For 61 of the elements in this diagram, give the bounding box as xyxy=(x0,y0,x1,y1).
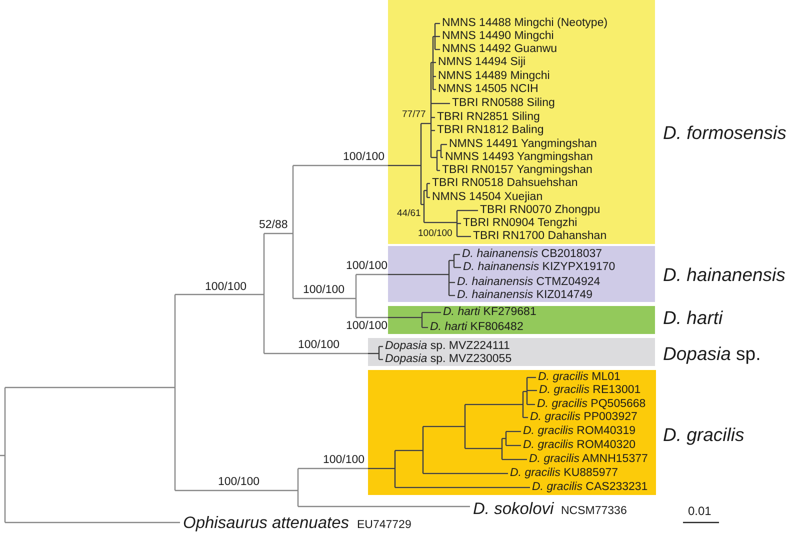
clade-highlight-band xyxy=(388,246,655,302)
taxon-label: D. gracilis ML01 xyxy=(538,370,620,384)
taxon-label: D. sokolovi xyxy=(473,500,554,518)
taxon-label: NMNS 14492 Guanwu xyxy=(442,42,558,56)
taxon-label: Dopasia sp. MVZ224111 xyxy=(385,340,510,352)
clade-highlight-band xyxy=(388,0,655,244)
clade-name: D. formosensis xyxy=(663,122,786,144)
taxon-label: D. gracilis RE13001 xyxy=(539,384,641,396)
taxon-label: TBRI RN2851 Siling xyxy=(437,110,540,124)
taxon-label: D. hainanensis KIZYPX19170 xyxy=(463,260,616,274)
support-value: 100/100 xyxy=(346,320,388,332)
taxon-label: NMNS 14504 Xuejian xyxy=(432,190,543,204)
taxon-label: D. harti KF806482 xyxy=(430,320,524,334)
taxon-label: NMNS 14505 NCIH xyxy=(438,82,538,96)
clade-highlight-band xyxy=(368,370,656,495)
taxon-label: D. gracilis CAS233231 xyxy=(532,480,648,494)
support-value: 100/100 xyxy=(346,260,388,273)
clade-name: Dopasia sp. xyxy=(663,344,761,364)
scale-label: 0.01 xyxy=(688,505,712,519)
clade-highlight-band xyxy=(388,306,655,334)
taxon-label: NMNS 14489 Mingchi xyxy=(438,70,550,82)
taxon-label: D. gracilis PQ505668 xyxy=(537,398,646,410)
support-value: 100/100 xyxy=(303,284,345,297)
accession-number: NCSM77336 xyxy=(561,504,627,518)
taxon-label: NMNS 14490 Mingchi xyxy=(442,30,554,42)
accession-number: EU747729 xyxy=(357,518,412,532)
taxon-label: TBRI RN1812 Baling xyxy=(437,124,544,136)
taxon-label: NMNS 14488 Mingchi (Neotype) xyxy=(442,16,608,30)
clade-highlight-band xyxy=(368,338,655,366)
taxon-label: TBRI RN1700 Dahanshan xyxy=(473,230,607,242)
taxon-label: Dopasia sp. MVZ230055 xyxy=(385,352,512,366)
taxon-label: D. gracilis ROM40320 xyxy=(523,438,636,452)
taxon-label: TBRI RN0518 Dahsuehshan xyxy=(432,176,578,190)
clade-name: D. gracilis xyxy=(663,424,744,446)
taxon-label: D. hainanensis CTMZ04924 xyxy=(457,276,600,288)
taxon-label: NMNS 14493 Yangmingshan xyxy=(445,150,593,164)
taxon-label: D. hainanensis KIZ014749 xyxy=(457,288,593,302)
taxon-label: D. gracilis ROM40319 xyxy=(523,424,636,438)
taxon-label: TBRI RN0070 Zhongpu xyxy=(480,204,600,216)
taxon-label: NMNS 14494 Siji xyxy=(438,56,526,68)
taxon-label: D. gracilis KU885977 xyxy=(510,466,618,480)
taxon-label: Ophisaurus attenuates xyxy=(183,514,350,532)
taxon-label: NMNS 14491 Yangmingshan xyxy=(449,138,597,150)
taxon-label: TBRI RN0157 Yangmingshan xyxy=(442,164,592,176)
taxon-label: D. gracilis AMNH15377 xyxy=(529,452,648,466)
support-value: 100/100 xyxy=(218,476,260,488)
support-value: 100/100 xyxy=(323,454,365,467)
support-value: 100/100 xyxy=(298,338,340,352)
support-value: 100/100 xyxy=(343,150,385,164)
support-value: 100/100 xyxy=(418,228,452,240)
support-value: 100/100 xyxy=(205,280,247,294)
support-value: 44/61 xyxy=(397,208,421,220)
taxon-label: D. gracilis PP003927 xyxy=(530,410,638,424)
taxon-label: D. harti KF279681 xyxy=(443,306,536,318)
taxon-label: TBRI RN0588 Siling xyxy=(452,96,555,110)
taxon-label: TBRI RN0904 Tengzhi xyxy=(463,216,578,230)
support-value: 77/77 xyxy=(402,110,426,120)
taxon-label: D. hainanensis CB2018037 xyxy=(462,248,602,260)
clade-name: D. hainanensis xyxy=(663,264,786,286)
support-value: 52/88 xyxy=(259,218,288,232)
clade-name: D. harti xyxy=(663,308,723,328)
